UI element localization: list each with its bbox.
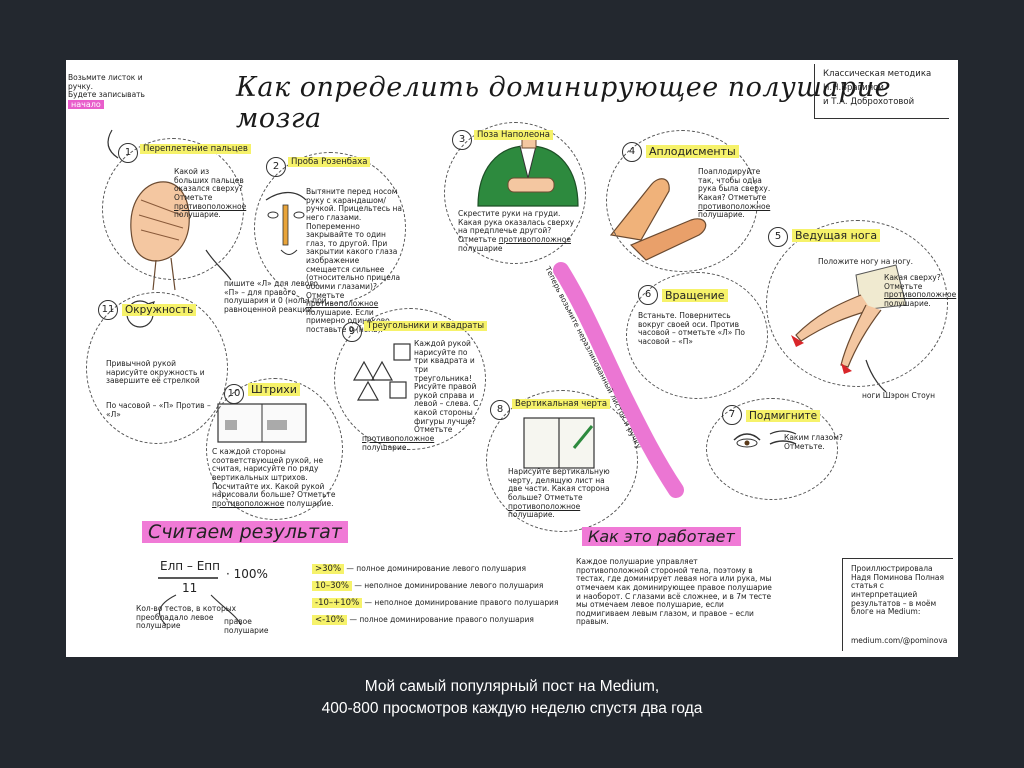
test-3-circle: [444, 122, 586, 264]
test-4-title: Аплодисменты: [646, 145, 739, 159]
test-5-circle: [766, 220, 948, 387]
author-box: Проиллюстрировала Надя Поминова Полная с…: [842, 558, 953, 651]
caption-line2: 400-800 просмотров каждую неделю спустя …: [321, 700, 703, 717]
test-5-number: 5: [768, 227, 788, 247]
poster-title: Как определить доминирующее полушарие мо…: [236, 72, 892, 134]
test-8-number: 8: [490, 400, 510, 420]
author-text: Проиллюстрировала Надя Поминова Полная с…: [851, 564, 945, 617]
test-9-circle: [334, 308, 486, 450]
test-5-note: ноги Шэрон Стоун: [862, 391, 936, 400]
test-5-text2: Какая сверху? Отметьте противоположное п…: [884, 273, 957, 308]
formula-label-right: правое полушарие: [224, 617, 269, 635]
intro-line1: Возьмите листок и ручку.: [68, 73, 143, 91]
test-9-number: 9: [342, 322, 362, 342]
test-3-text: Скрестите руки на груди. Какая рука оказ…: [458, 209, 575, 253]
test-10-text: С каждой стороны соответствующей рукой, …: [212, 447, 336, 508]
first-note: пишите «Л» для левого, «П» – для правого…: [224, 279, 327, 314]
credit-line3: и Т.А. Доброхотовой: [823, 97, 915, 107]
test-6-circle: [626, 272, 768, 399]
test-11-number: 11: [98, 300, 118, 320]
test-11-circle: [86, 292, 228, 444]
range-row: >30% — полное доминирование левого полуш…: [312, 564, 562, 582]
test-4-text: Поаплодируйте так, чтобы одна рука была …: [698, 167, 771, 220]
how-text: Каждое полушарие управляет противоположн…: [576, 557, 772, 627]
test-8-circle: [486, 390, 638, 532]
test-2-circle: [254, 152, 406, 304]
test-10-circle: [206, 378, 343, 520]
formula-mult: · 100%: [226, 567, 268, 581]
test-2-title: Проба Розенбаха: [288, 157, 371, 168]
test-11-text2: По часовой – «П» Против – «Л»: [106, 401, 211, 419]
test-2-text: Вытяните перед носом руку с карандашом/р…: [306, 187, 403, 334]
test-7-text: Каким глазом? Отметьте.: [784, 433, 843, 451]
credit-box: Классическая методика Н.Н.Брагиной и Т.А…: [814, 64, 949, 119]
formula-bottom: 11: [182, 581, 198, 595]
intro-line2: Будете записывать: [68, 90, 145, 100]
test-1-number: 1: [118, 143, 138, 163]
test-9-text: Каждой рукой нарисуйте по три квадрата и…: [362, 339, 479, 452]
formula-arrows: [158, 594, 242, 626]
formula-label-left: Кол-во тестов, в которых преобладало лев…: [136, 604, 237, 631]
test-6-number: 6: [638, 285, 658, 305]
infographic-poster: Возьмите листок и ручку. Будете записыва…: [66, 60, 958, 657]
credit-line1: Классическая методика: [823, 69, 932, 79]
test-7-circle: [706, 398, 838, 500]
formula-top: Елп – Епп: [160, 559, 220, 573]
test-1-circle: [102, 138, 244, 280]
test-4-circle: [606, 130, 758, 272]
caption-line1: Мой самый популярный пост на Medium,: [364, 678, 660, 695]
test-3-title: Поза Наполеона: [474, 130, 554, 141]
test-8-title: Вертикальная черта: [512, 399, 611, 410]
test-6-title: Вращение: [662, 289, 728, 303]
result-title: Считаем результат: [142, 521, 348, 544]
author-url: medium.com/@pominova: [851, 636, 948, 645]
test-10-number: 10: [224, 384, 244, 404]
how-title: Как это работает: [582, 527, 741, 546]
intro-text: Возьмите листок и ручку. Будете записыва…: [68, 73, 168, 110]
test-7-number: 7: [722, 405, 742, 425]
test-6-text: Встаньте. Повернитесь вокруг своей оси. …: [638, 311, 745, 346]
test-11-text: Привычной рукой нарисуйте окружность и з…: [106, 359, 205, 386]
range-row: 10–30% — неполное доминирование левого п…: [312, 581, 562, 599]
result-ranges: >30% — полное доминирование левого полуш…: [312, 564, 562, 633]
test-4-number: 4: [622, 142, 642, 162]
test-2-number: 2: [266, 157, 286, 177]
test-5-title: Ведущая нога: [792, 229, 881, 243]
test-10-title: Штрихи: [248, 383, 300, 397]
test-5-text: Положите ногу на ногу.: [818, 257, 914, 266]
test-1-title: Переплетение пальцев: [140, 144, 251, 155]
test-1-text: Какой из больших пальцев оказался сверху…: [174, 167, 247, 220]
test-9-title: Треугольники и квадраты: [364, 321, 488, 332]
test-3-number: 3: [452, 130, 472, 150]
credit-line2: Н.Н.Брагиной: [823, 83, 884, 93]
test-11-title: Окружность: [122, 304, 197, 316]
pink-diagonal-band: [553, 262, 684, 498]
test-8-text: Нарисуйте вертикальную черту, делящую ли…: [508, 467, 610, 520]
intro-start: начало: [68, 99, 104, 109]
range-row: <-10% — полное доминирование правого пол…: [312, 615, 562, 633]
range-row: -10–+10% — неполное доминирование правог…: [312, 598, 562, 616]
arrow-start: [107, 129, 119, 159]
test-7-title: Подмигните: [746, 410, 821, 422]
